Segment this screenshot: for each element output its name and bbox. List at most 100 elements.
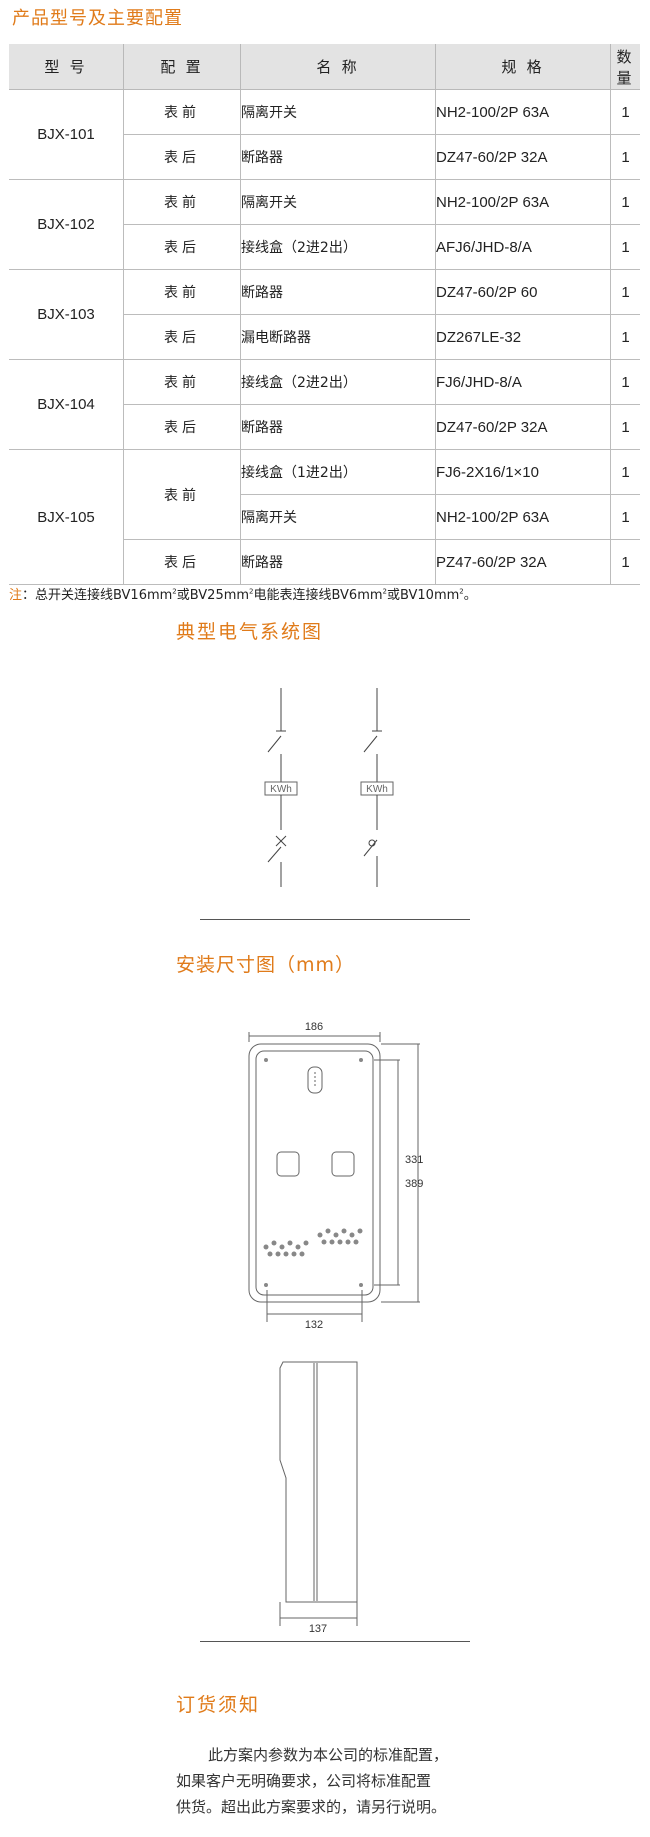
qty-cell: 1 — [610, 539, 640, 585]
qty-cell: 1 — [610, 224, 640, 270]
order-line: 此方案内参数为本公司的标准配置， — [208, 1746, 449, 1764]
dimension-diagram-title: 安装尺寸图（mm） — [176, 954, 356, 976]
spec-cell: DZ47-60/2P 32A — [435, 404, 611, 450]
model-cell: BJX-103 — [9, 269, 124, 360]
qty-cell: 1 — [610, 179, 640, 225]
outer-height-dimension: 389 — [405, 1178, 423, 1190]
qty-cell: 1 — [610, 314, 640, 360]
name-cell: 接线盒（1进2出） — [240, 449, 436, 495]
config-cell: 表前 — [123, 89, 241, 135]
name-cell: 断路器 — [240, 539, 436, 585]
order-notice-title: 订货须知 — [176, 1694, 261, 1716]
model-cell: BJX-105 — [9, 449, 124, 585]
model-cell: BJX-102 — [9, 179, 124, 270]
spec-cell: PZ47-60/2P 32A — [435, 539, 611, 585]
config-cell: 表后 — [123, 539, 241, 585]
qty-cell: 1 — [610, 404, 640, 450]
superscript: 2 — [382, 587, 387, 596]
config-cell: 表前 — [123, 269, 241, 315]
spec-cell: DZ267LE-32 — [435, 314, 611, 360]
footnote-text: 或BV25mm — [176, 588, 250, 603]
table-row: BJX-102 表前 隔离开关 NH2-100/2P 63A 1 — [9, 179, 640, 270]
header-name: 名 称 — [240, 44, 436, 90]
table-row: 表后 漏电断路器 DZ267LE-32 1 — [9, 314, 640, 360]
circuit-left — [264, 688, 298, 887]
spec-cell: NH2-100/2P 63A — [435, 89, 611, 135]
table-row: 隔离开关 NH2-100/2P 63A 1 — [9, 494, 640, 540]
circuit-right — [360, 688, 394, 887]
qty-cell: 1 — [610, 134, 640, 180]
config-cell: 表前 — [123, 179, 241, 225]
electric-diagram-title: 典型电气系统图 — [176, 621, 324, 643]
name-cell: 断路器 — [240, 134, 436, 180]
width-dimension: 186 — [305, 1021, 323, 1033]
qty-cell: 1 — [610, 269, 640, 315]
superscript: 2 — [249, 587, 254, 596]
model-cell: BJX-104 — [9, 359, 124, 450]
depth-dimension: 137 — [309, 1623, 327, 1635]
config-cell: 表前 — [123, 359, 241, 405]
table-row: BJX-101 表前 隔离开关 NH2-100/2P 63A 1 — [9, 89, 640, 180]
table-row: 表后 断路器 DZ47-60/2P 32A 1 — [9, 134, 640, 180]
order-notice-text: 此方案内参数为本公司的标准配置， 如果客户无明确要求，公司将标准配置 供货。超出… — [176, 1742, 476, 1820]
table-row: 表后 断路器 PZ47-60/2P 32A 1 — [9, 539, 640, 585]
enclosure-side-view — [279, 1361, 358, 1626]
qty-cell: 1 — [610, 449, 640, 495]
superscript: 2 — [172, 587, 177, 596]
table-row: 表后 接线盒（2进2出） AFJ6/JHD-8/A 1 — [9, 224, 640, 270]
qty-cell: 1 — [610, 359, 640, 405]
config-cell: 表前 — [123, 449, 241, 540]
qty-cell: 1 — [610, 89, 640, 135]
meter-label: KWh — [366, 784, 388, 795]
footnote-text: ：总开关连接线BV16mm — [22, 588, 173, 603]
superscript: 2 — [459, 587, 464, 596]
footnote-label: 注 — [9, 588, 23, 603]
model-cell: BJX-101 — [9, 89, 124, 180]
config-cell: 表后 — [123, 224, 241, 270]
meter-label: KWh — [270, 784, 292, 795]
spec-cell: NH2-100/2P 63A — [435, 179, 611, 225]
order-line: 供货。超出此方案要求的，请另行说明。 — [176, 1798, 447, 1816]
footnote-text: 或BV10mm — [387, 588, 460, 603]
table-row: BJX-104 表前 接线盒（2进2出） FJ6/JHD-8/A 1 — [9, 359, 640, 450]
name-cell: 断路器 — [240, 269, 436, 315]
header-qty: 数 量 — [610, 44, 640, 90]
name-cell: 隔离开关 — [240, 89, 436, 135]
header-spec: 规 格 — [435, 44, 611, 90]
header-config: 配 置 — [123, 44, 241, 90]
spec-cell: DZ47-60/2P 60 — [435, 269, 611, 315]
table-row: BJX-105 表前 接线盒（1进2出） FJ6-2X16/1×10 1 — [9, 449, 640, 585]
name-cell: 隔离开关 — [240, 179, 436, 225]
config-cell: 表后 — [123, 134, 241, 180]
header-model: 型 号 — [9, 44, 124, 90]
config-table: 型 号 配 置 名 称 规 格 数 量 BJX-101 表前 隔离开关 NH2-… — [9, 44, 640, 585]
name-cell: 隔离开关 — [240, 494, 436, 540]
order-line: 如果客户无明确要求，公司将标准配置 — [176, 1772, 432, 1790]
table-header-row: 型 号 配 置 名 称 规 格 数 量 — [9, 44, 640, 90]
terminal-dots — [263, 1058, 363, 1287]
spec-cell: NH2-100/2P 63A — [435, 494, 611, 540]
divider — [200, 1641, 470, 1642]
spec-cell: FJ6/JHD-8/A — [435, 359, 611, 405]
name-cell: 漏电断路器 — [240, 314, 436, 360]
spec-cell: AFJ6/JHD-8/A — [435, 224, 611, 270]
table-row: BJX-103 表前 断路器 DZ47-60/2P 60 1 — [9, 269, 640, 360]
qty-cell: 1 — [610, 494, 640, 540]
enclosure-front-view — [248, 1032, 420, 1322]
spec-cell: FJ6-2X16/1×10 — [435, 449, 611, 495]
name-cell: 接线盒（2进2出） — [240, 224, 436, 270]
bottom-dimension: 132 — [305, 1319, 323, 1331]
footnote-text: 。 — [463, 588, 477, 603]
footnote-text: 电能表连接线BV6mm — [253, 588, 383, 603]
name-cell: 接线盒（2进2出） — [240, 359, 436, 405]
spec-cell: DZ47-60/2P 32A — [435, 134, 611, 180]
inner-height-dimension: 331 — [405, 1154, 423, 1166]
name-cell: 断路器 — [240, 404, 436, 450]
page-title: 产品型号及主要配置 — [12, 8, 183, 29]
footnote: 注：总开关连接线BV16mm2或BV25mm2电能表连接线BV6mm2或BV10… — [9, 584, 477, 603]
divider — [200, 919, 470, 920]
table-row: 表后 断路器 DZ47-60/2P 32A 1 — [9, 404, 640, 450]
config-cell: 表后 — [123, 314, 241, 360]
config-cell: 表后 — [123, 404, 241, 450]
